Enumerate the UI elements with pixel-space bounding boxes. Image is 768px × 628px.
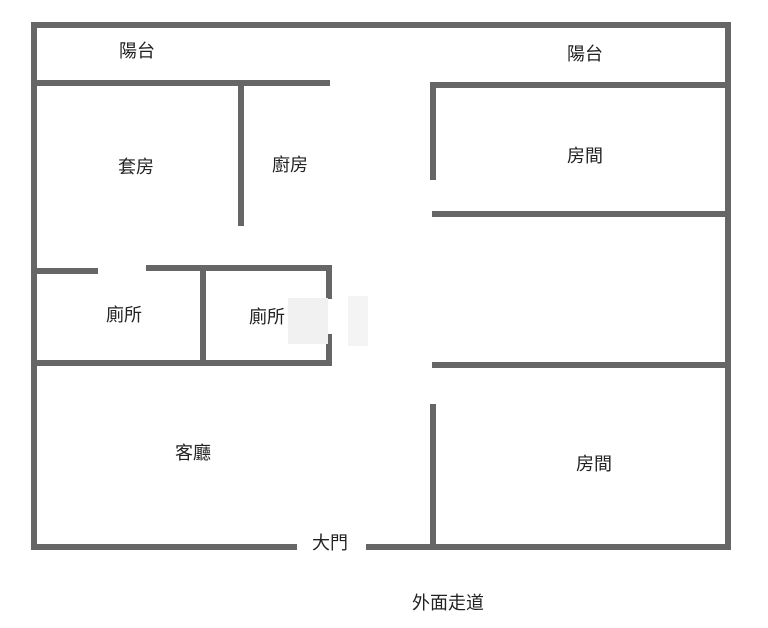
label-living-room: 客廳 — [175, 443, 211, 464]
label-balcony-right: 陽台 — [567, 44, 603, 65]
label-balcony-left: 陽台 — [119, 41, 155, 62]
wall-bottom-right — [366, 544, 731, 550]
label-room-top: 房間 — [567, 146, 603, 167]
wall-toilet-top-b — [146, 265, 332, 271]
wall-room-top-bottom — [432, 211, 731, 217]
wall-toilet-divider — [200, 268, 206, 365]
ghost-mark — [288, 298, 328, 344]
label-toilet-right: 廁所 — [249, 307, 285, 328]
wall-room-bottom-top — [432, 362, 731, 368]
label-corridor: 外面走道 — [412, 593, 484, 614]
wall-balcony-right — [432, 82, 731, 88]
wall-suite-kitchen — [238, 86, 244, 226]
label-room-bottom: 房間 — [576, 454, 612, 475]
wall-room-top-left — [430, 82, 436, 180]
wall-toilet-top-a — [31, 268, 98, 274]
wall-outer-left — [31, 22, 37, 550]
wall-bottom-left — [31, 544, 297, 550]
wall-room-bottom-left — [430, 404, 436, 550]
ghost-mark — [348, 296, 368, 346]
label-kitchen: 廚房 — [272, 155, 308, 176]
wall-toilet-right-a — [326, 265, 332, 299]
wall-living-top — [31, 360, 332, 366]
wall-outer-right — [725, 22, 731, 550]
wall-balcony-left — [31, 80, 330, 86]
wall-outer-top — [31, 22, 731, 28]
label-toilet-left: 廁所 — [106, 305, 142, 326]
label-suite: 套房 — [118, 157, 154, 178]
label-main-door: 大門 — [312, 533, 348, 554]
wall-toilet-right-b — [326, 334, 332, 365]
